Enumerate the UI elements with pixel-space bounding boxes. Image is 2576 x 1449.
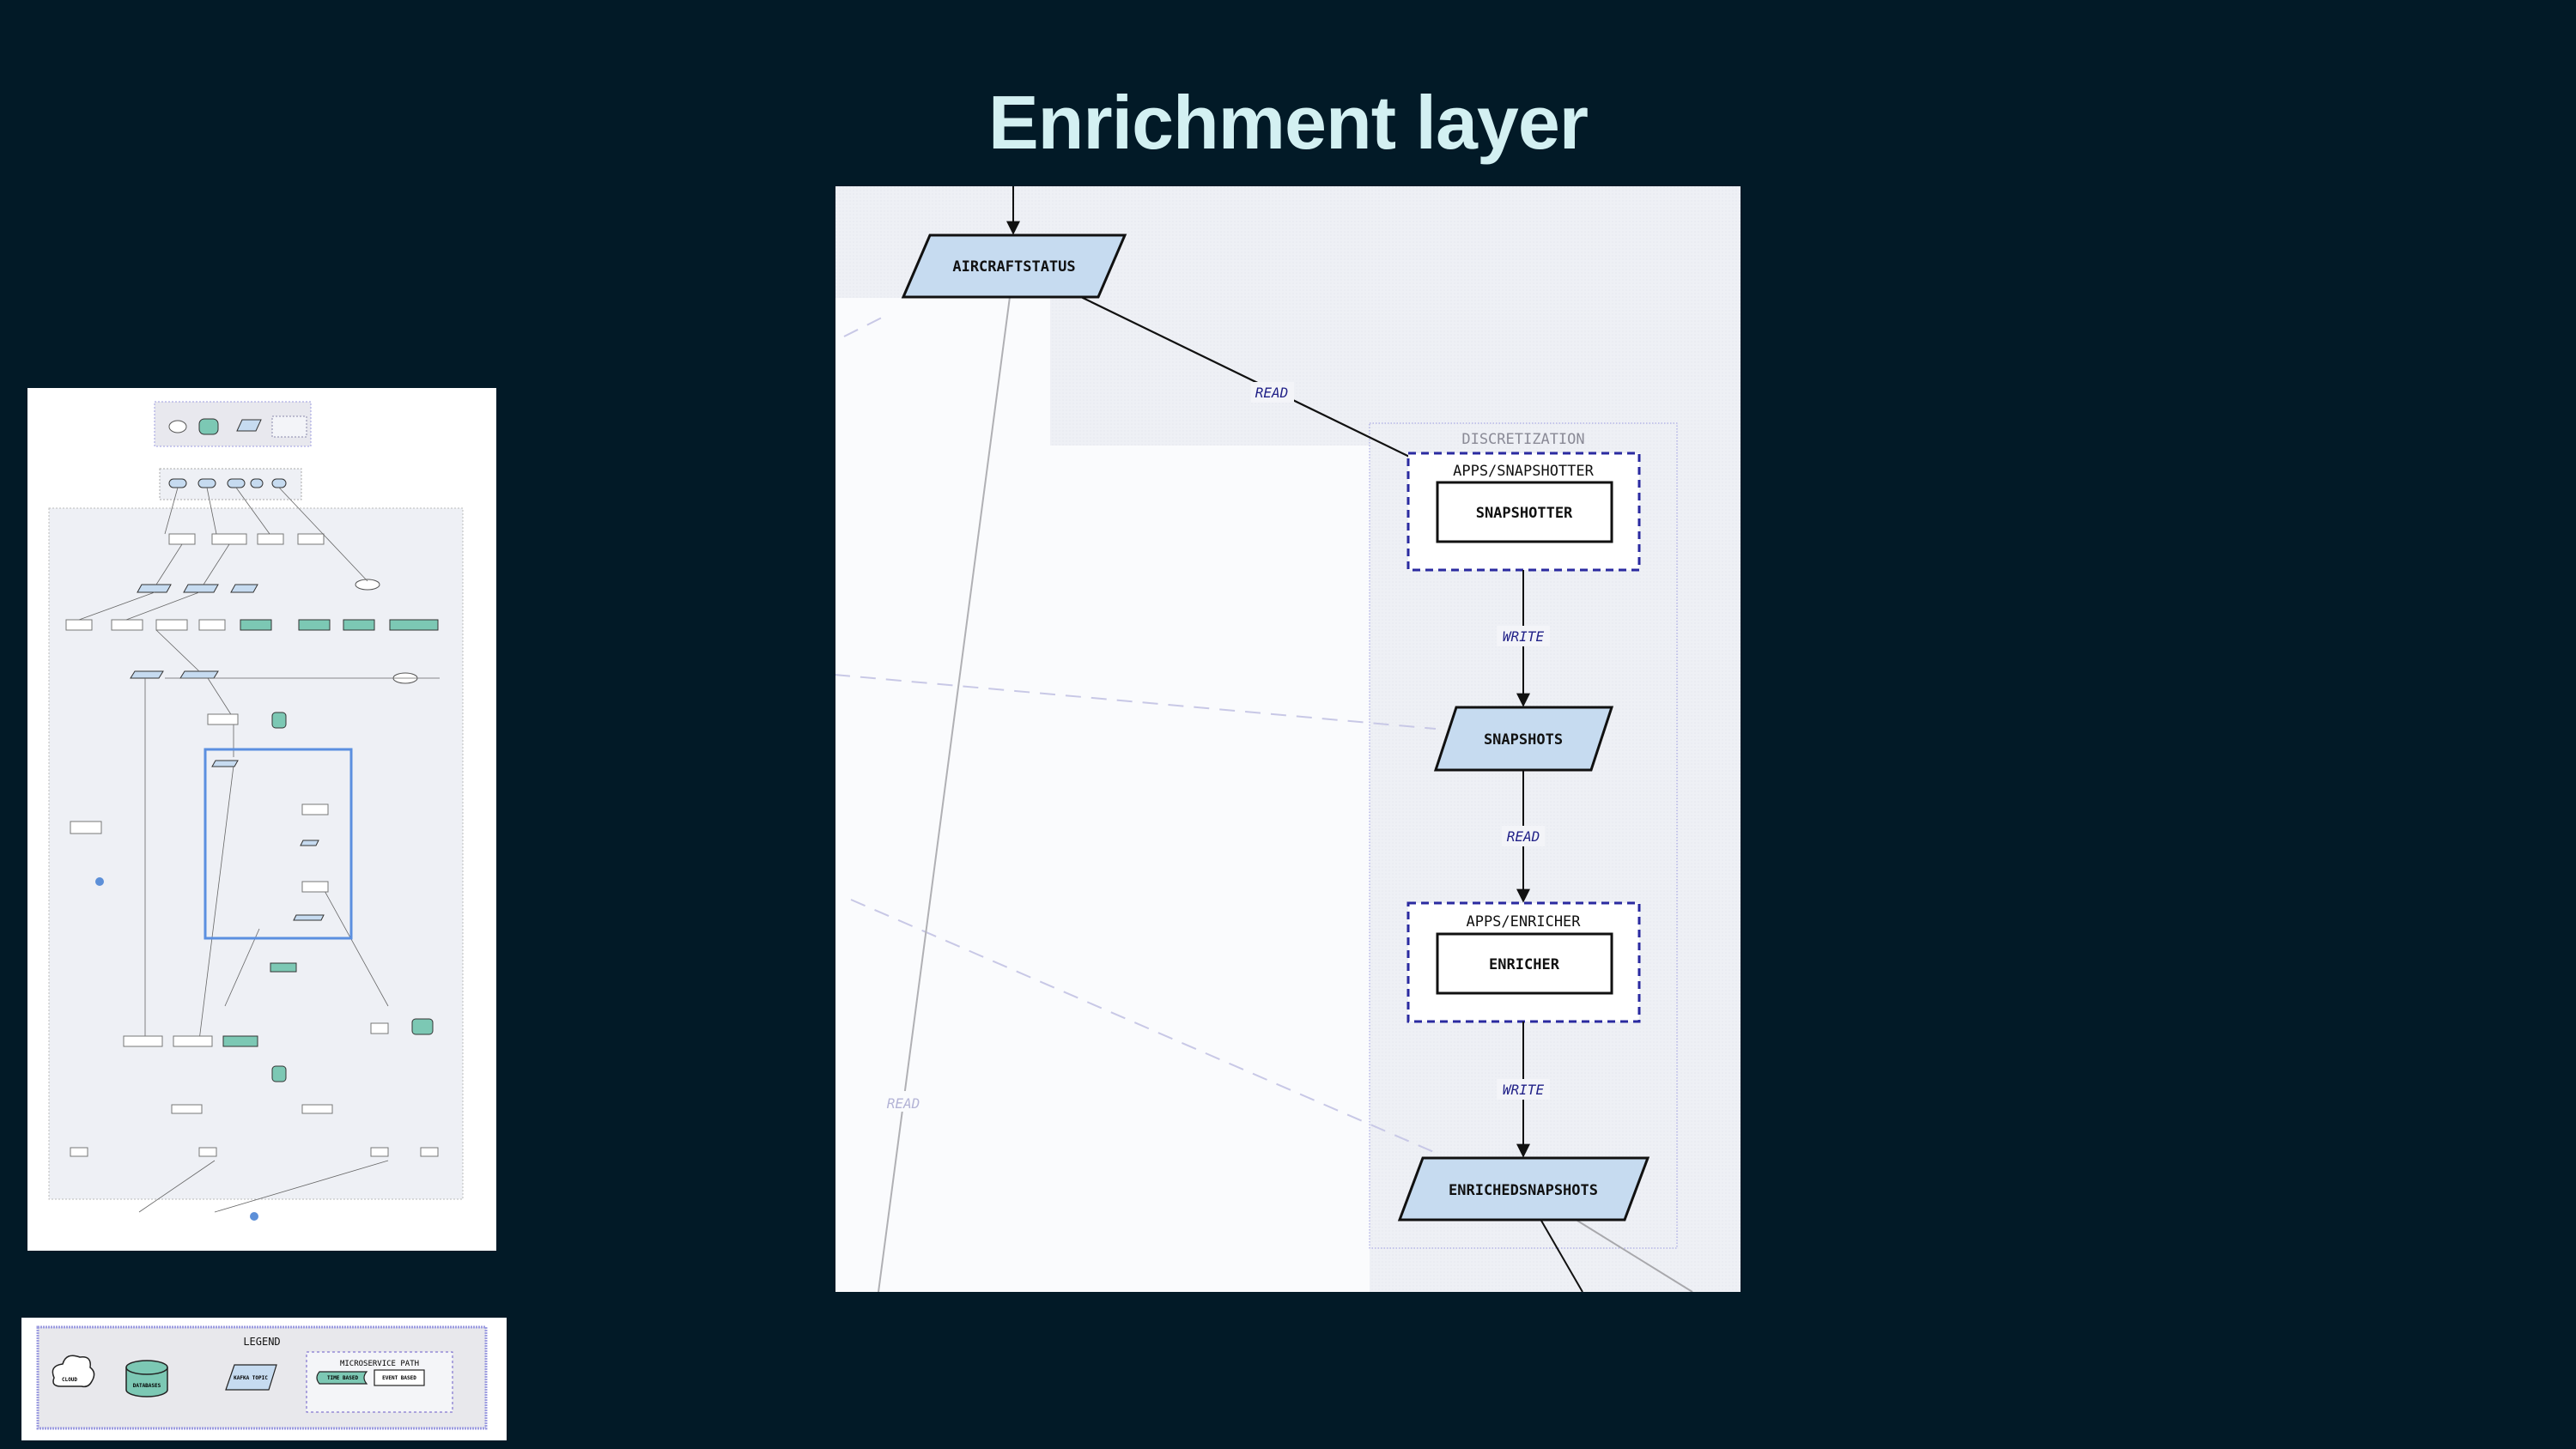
service-snapshotter[interactable]	[1436, 481, 1613, 543]
svg-text:ENRICHEDSNAPSHOTS: ENRICHEDSNAPSHOTS	[1449, 1182, 1598, 1199]
svg-text:SNAPSHOTS: SNAPSHOTS	[1484, 731, 1563, 749]
legend-title: LEGEND	[243, 1336, 280, 1348]
edge-label-write: WRITE	[1503, 1082, 1545, 1098]
time-based-icon: TIME BASED	[316, 1371, 368, 1385]
event-based-icon: EVENT BASED	[374, 1369, 425, 1386]
service-enricher[interactable]	[1436, 932, 1613, 995]
minimap-viewport-indicator	[204, 748, 353, 940]
topic-snapshots[interactable]	[1433, 706, 1614, 772]
edge-label-read: READ	[1255, 385, 1289, 401]
overview-minimap[interactable]	[27, 388, 496, 1251]
diagram-canvas[interactable]: DISCRETIZATION READ AIRCRAFTSTATUS READ …	[835, 186, 1741, 1292]
topic-enrichedsnapshots[interactable]	[1397, 1156, 1650, 1222]
svg-text:KAFKA TOPIC: KAFKA TOPIC	[234, 1375, 268, 1381]
svg-text:APPS/ENRICHER: APPS/ENRICHER	[1466, 913, 1581, 931]
kafka-topic-icon: KAFKA TOPIC	[225, 1364, 277, 1391]
topic-aircraftstatus[interactable]	[901, 233, 1127, 299]
edge-label-read: READ	[1507, 828, 1540, 845]
svg-text:ENRICHER: ENRICHER	[1489, 956, 1560, 973]
edge-label-write: WRITE	[1503, 628, 1545, 645]
database-icon: DATABASES	[125, 1360, 168, 1397]
legend: LEGEND CLOUD DATABASES KAFKA TOPIC MICRO…	[21, 1318, 507, 1440]
svg-text:DATABASES: DATABASES	[133, 1383, 161, 1389]
svg-text:APPS/SNAPSHOTTER: APPS/SNAPSHOTTER	[1453, 463, 1595, 480]
minimap-diagram	[48, 401, 464, 1221]
edge-label-read-faint: READ	[887, 1095, 920, 1112]
svg-text:EVENT BASED: EVENT BASED	[382, 1375, 416, 1381]
page-title: Enrichment layer	[987, 80, 1589, 165]
svg-text:TIME BASED: TIME BASED	[327, 1375, 359, 1381]
svg-text:SNAPSHOTTER: SNAPSHOTTER	[1476, 505, 1573, 522]
svg-text:AIRCRAFTSTATUS: AIRCRAFTSTATUS	[952, 258, 1075, 276]
microservice-path-label: MICROSERVICE PATH	[340, 1360, 419, 1368]
svg-text:CLOUD: CLOUD	[62, 1377, 77, 1383]
discretization-label: DISCRETIZATION	[1461, 431, 1584, 448]
cloud-icon: CLOUD	[52, 1355, 95, 1388]
